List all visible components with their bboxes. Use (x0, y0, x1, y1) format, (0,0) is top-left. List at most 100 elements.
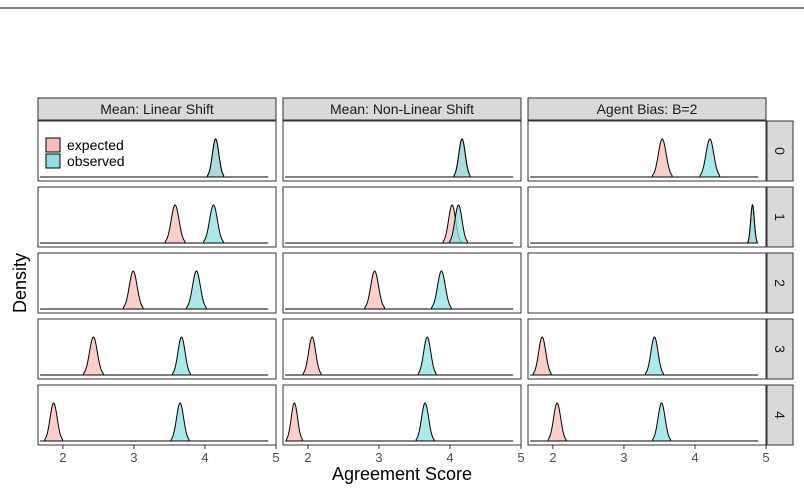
legend-label-observed: observed (67, 153, 125, 169)
panel-border (37, 384, 277, 446)
panel-border (282, 318, 522, 380)
panel (37, 252, 277, 314)
legend-key-observed (45, 153, 61, 169)
column-strip: Agent Bias: B=2 (527, 97, 767, 121)
density-curve-expected (652, 138, 673, 178)
density-curve-observed (203, 204, 224, 244)
panel (527, 186, 767, 248)
x-axis: 2 3 4 5 (59, 445, 280, 465)
row-strip: 0 (766, 120, 794, 182)
y-axis-title: Density (10, 253, 30, 313)
panel-border (527, 120, 767, 182)
x-tick-label: 5 (272, 450, 279, 465)
density-curve-expected (122, 270, 144, 310)
x-axis: 2 3 4 5 (549, 445, 770, 465)
panel-border (527, 186, 767, 248)
density-curve-observed (415, 402, 435, 442)
row-strip: 3 (766, 318, 794, 380)
x-tick-label: 3 (375, 450, 382, 465)
panel (282, 120, 522, 182)
x-tick-label: 3 (620, 450, 627, 465)
column-strip: Mean: Non-Linear Shift (282, 97, 522, 121)
panel (527, 384, 767, 446)
x-tick-label: 4 (201, 450, 208, 465)
row-strip: 2 (766, 252, 794, 314)
x-tick-label: 4 (691, 450, 698, 465)
row-strip-label: 4 (772, 411, 788, 419)
panel (282, 384, 522, 446)
density-curve-observed (747, 204, 758, 244)
panel-border (37, 318, 277, 380)
panel-border (282, 252, 522, 314)
column-strip-label: Agent Bias: B=2 (597, 101, 698, 117)
legend-label-expected: expected (67, 137, 124, 153)
x-tick-label: 2 (304, 450, 311, 465)
panel-border (282, 120, 522, 182)
panel-border (282, 186, 522, 248)
panel-border (37, 120, 277, 182)
strip-background (766, 252, 794, 314)
panel (37, 186, 277, 248)
panel-grid: Mean: Linear Shift Mean: Non-Linear Shift… (37, 97, 794, 465)
density-curve-observed (186, 270, 207, 310)
panel (37, 318, 277, 380)
panel-border (37, 186, 277, 248)
panel (282, 252, 522, 314)
x-axis-title: Agreement Score (332, 464, 472, 484)
density-curve-observed (172, 336, 191, 376)
strip-background (282, 97, 522, 121)
panel (527, 318, 767, 380)
strip-background (766, 384, 794, 446)
density-curve-observed (170, 402, 190, 442)
x-tick-label: 4 (446, 450, 453, 465)
x-tick-label: 5 (517, 450, 524, 465)
density-curve-observed (431, 270, 452, 310)
row-strip-label: 0 (772, 147, 788, 155)
row-strip-label: 1 (772, 213, 788, 221)
strip-background (766, 186, 794, 248)
strip-background (37, 97, 277, 121)
x-tick-label: 2 (549, 450, 556, 465)
panel (282, 186, 522, 248)
panel (37, 384, 277, 446)
density-curve-expected (364, 270, 385, 310)
density-curve-observed (652, 402, 671, 442)
density-curve-expected (83, 336, 104, 376)
row-strip-label: 3 (772, 345, 788, 353)
x-tick-label: 3 (130, 450, 137, 465)
panel-border (527, 252, 767, 314)
density-curve-expected (164, 204, 186, 244)
density-curve-observed (417, 336, 437, 376)
column-strip: Mean: Linear Shift (37, 97, 277, 121)
row-strip-label: 2 (772, 279, 788, 287)
density-curve-observed (449, 204, 468, 244)
x-tick-label: 2 (59, 450, 66, 465)
density-curve-observed (453, 138, 471, 178)
density-curve-expected (532, 336, 552, 376)
density-curve-observed (207, 138, 225, 178)
panel (527, 252, 767, 314)
density-curve-observed (699, 138, 721, 178)
panel (37, 120, 277, 182)
panel-border (37, 252, 277, 314)
legend-key-expected (45, 137, 61, 153)
row-strip: 4 (766, 384, 794, 446)
strip-background (527, 97, 767, 121)
density-curve-observed (645, 336, 664, 376)
column-strip-label: Mean: Non-Linear Shift (330, 101, 474, 117)
density-curve-expected (547, 402, 567, 442)
density-curve-expected (285, 402, 303, 442)
panel-border (527, 318, 767, 380)
panel (282, 318, 522, 380)
x-axis: 2 3 4 5 (304, 445, 525, 465)
panel-border (527, 384, 767, 446)
strip-background (766, 120, 794, 182)
density-curve-expected (44, 402, 64, 442)
panel-border (282, 384, 522, 446)
row-strip: 1 (766, 186, 794, 248)
strip-background (766, 318, 794, 380)
panel (527, 120, 767, 182)
x-tick-label: 5 (762, 450, 769, 465)
